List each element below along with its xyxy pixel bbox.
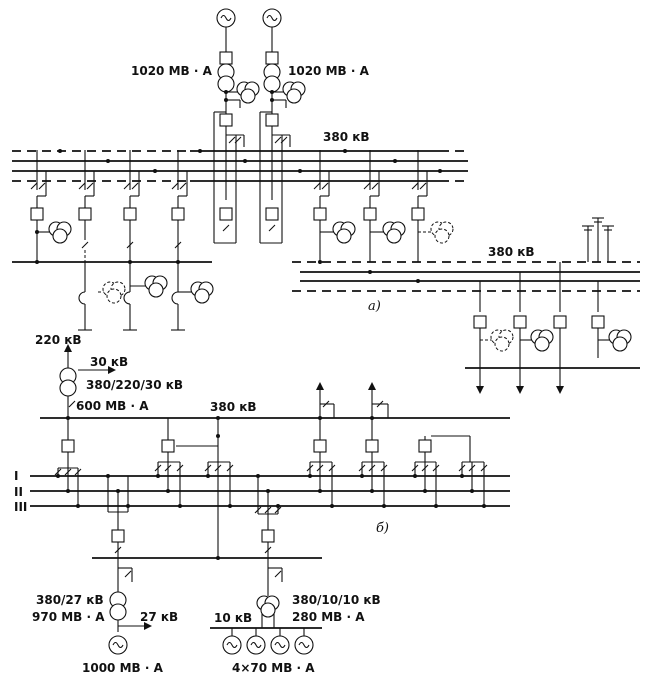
gen1-rating-label: 1020 МВ · А (131, 64, 213, 78)
transformer-icon (217, 63, 235, 93)
aux-transformer-reserve-icon (430, 221, 454, 244)
transformer-icon (263, 63, 281, 93)
lower-left-bus (12, 260, 214, 331)
diagram-b: 220 кВ 30 кВ 380/220/30 кВ 600 МВ · А 38… (14, 333, 510, 675)
right-transformer-rating: 280 МВ · А (292, 610, 365, 624)
aux-transformer-icon (236, 81, 260, 104)
autotransformer-rating-label: 600 МВ · А (76, 399, 149, 413)
generator-icon (270, 635, 290, 655)
aux-transformer-icon (332, 221, 356, 244)
generator-icon (294, 635, 314, 655)
voltage-30-label: 30 кВ (90, 355, 128, 369)
right-bus-voltage-label: 380 кВ (488, 245, 535, 259)
generator-icon (262, 8, 282, 28)
aux-transformer-icon (608, 329, 632, 352)
upper-bays (30, 149, 454, 262)
aux-transformer-icon (382, 221, 406, 244)
generator-icon (246, 635, 266, 655)
left-transformer-ratio: 380/27 кВ (36, 593, 104, 607)
caption-b: б) (376, 521, 389, 536)
aux-transformer-icon (144, 275, 168, 298)
aux-transformer-reserve-icon (490, 329, 514, 352)
bus-label-3: III (14, 500, 27, 514)
left-generator-voltage: 27 кВ (140, 610, 178, 624)
generator-icon (108, 635, 128, 655)
upper-bus-voltage-label: 380 кВ (323, 130, 370, 144)
right-low-voltage: 10 кВ (214, 611, 252, 625)
diagram-a: 1020 МВ · А 1020 МВ · А 380 кВ (12, 8, 640, 394)
right-generator-rating: 4×70 МВ · А (232, 661, 315, 675)
right-transformer-ratio: 380/10/10 кВ (292, 593, 381, 607)
bus-label-1: I (14, 469, 18, 483)
right-busbar-section (292, 217, 640, 394)
left-transformer-rating: 970 МВ · А (32, 610, 105, 624)
left-generator-rating: 1000 МВ · А (82, 661, 164, 675)
three-winding-transformer-icon (256, 595, 280, 618)
generator-icon (216, 8, 236, 28)
aux-transformer-reserve-icon (102, 281, 126, 304)
gen2-rating-label: 1020 МВ · А (288, 64, 370, 78)
autotransformer-icon (59, 367, 77, 397)
generator-icon (222, 635, 242, 655)
upper-busbars (12, 150, 468, 182)
caption-a: а) (368, 299, 381, 314)
generator-branch-2 (259, 8, 306, 244)
aux-transformer-icon (48, 221, 72, 244)
generator-branch-1 (213, 8, 260, 244)
autotransformer-ratio-label: 380/220/30 кВ (86, 378, 183, 392)
aux-transformer-icon (282, 81, 306, 104)
aux-transformer-icon (190, 281, 214, 304)
aux-transformer-icon (530, 329, 554, 352)
gen-transformer-icon (109, 591, 127, 621)
voltage-220-label: 220 кВ (35, 333, 82, 347)
bus-b-voltage-label: 380 кВ (210, 400, 257, 414)
bus-label-2: II (14, 485, 23, 499)
